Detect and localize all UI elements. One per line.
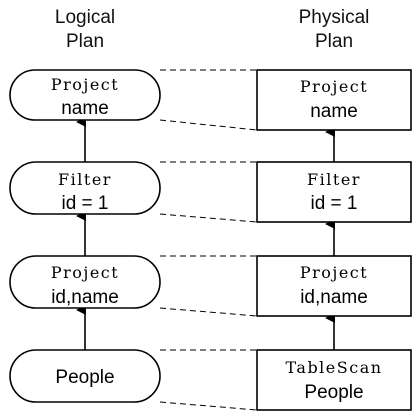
node-argument: name xyxy=(61,98,109,119)
node-operator: TableScan xyxy=(285,358,382,377)
node-argument: People xyxy=(55,367,114,388)
correspondence-lines xyxy=(159,69,258,411)
physical-node-project-name[interactable]: Project name xyxy=(256,69,412,131)
node-operator: Filter xyxy=(307,170,361,189)
node-operator: Project xyxy=(300,263,368,282)
node-argument: People xyxy=(304,382,363,403)
physical-plan-header-line1: Physical xyxy=(299,7,370,28)
logical-node-project-name[interactable]: Project name xyxy=(9,69,161,121)
physical-node-tablescan[interactable]: TableScan People xyxy=(256,349,412,411)
physical-plan-header-line2: Plan xyxy=(315,31,353,52)
physical-node-project-id-name[interactable]: Project id,name xyxy=(256,255,412,317)
node-argument: name xyxy=(310,101,358,122)
node-operator: Project xyxy=(300,77,368,96)
node-argument: id,name xyxy=(300,287,368,308)
node-operator: Filter xyxy=(58,170,112,189)
logical-plan-header-line1: Logical xyxy=(55,7,115,28)
logical-node-people[interactable]: People xyxy=(9,349,161,403)
logical-node-filter[interactable]: Filter id = 1 xyxy=(9,161,161,215)
physical-node-filter[interactable]: Filter id = 1 xyxy=(256,161,412,223)
node-operator: Project xyxy=(51,263,119,282)
node-argument: id = 1 xyxy=(310,193,357,214)
node-operator: Project xyxy=(51,75,119,94)
dash-line xyxy=(159,213,258,223)
dash-line xyxy=(159,119,258,131)
logical-node-project-id-name[interactable]: Project id,name xyxy=(9,255,161,309)
node-argument: id,name xyxy=(51,287,119,308)
node-argument: id = 1 xyxy=(61,193,108,214)
dash-line xyxy=(159,307,258,317)
dash-line xyxy=(159,401,258,411)
logical-plan-header-line2: Plan xyxy=(66,31,104,52)
